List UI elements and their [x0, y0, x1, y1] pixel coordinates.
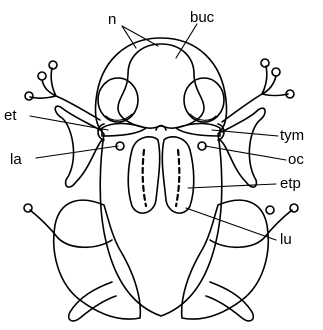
right-eye — [184, 78, 224, 122]
left-eustachian-tube — [102, 124, 146, 137]
body-outline — [95, 38, 226, 316]
left-hind-leg — [24, 200, 140, 321]
label-oc: oc — [288, 151, 304, 168]
leader-lines — [30, 24, 286, 240]
left-lung — [128, 137, 159, 213]
label-la: la — [10, 151, 22, 168]
larynx — [156, 126, 166, 131]
left-front-leg — [25, 61, 102, 187]
right-lung-dashed-line — [176, 150, 179, 206]
right-hind-leg — [182, 200, 298, 321]
label-buc: buc — [190, 9, 215, 26]
right-front-leg — [220, 59, 294, 187]
label-n: n — [108, 11, 116, 28]
left-eye — [98, 78, 138, 122]
label-etp: etp — [280, 175, 301, 192]
right-lung — [162, 137, 193, 213]
label-et: et — [4, 107, 17, 124]
left-lung-dashed-line — [143, 150, 146, 206]
label-lu: lu — [280, 231, 292, 248]
label-tym: tym — [280, 127, 304, 144]
